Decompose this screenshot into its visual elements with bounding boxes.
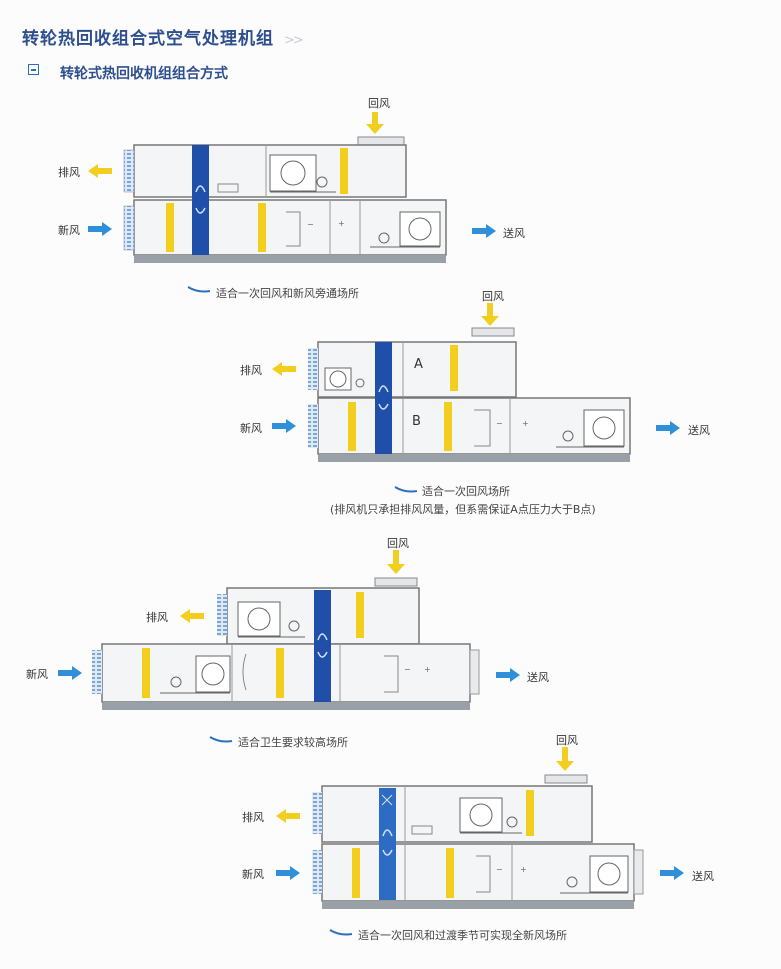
config-3-caption: 适合卫生要求较高场所 — [238, 736, 348, 749]
filter — [142, 648, 150, 698]
config-3-diagram: −+ — [92, 550, 480, 710]
supply-air-label: 送风 — [692, 870, 714, 883]
supply-fan — [556, 409, 625, 448]
config-4-caption: 适合一次回风和过渡季节可实现全新风场所 — [358, 929, 567, 942]
title-chevron: >> — [284, 33, 304, 48]
lower-casing — [101, 643, 471, 703]
fresh-air-arrow — [88, 222, 112, 236]
fresh-air-label: 新风 — [240, 422, 262, 435]
fresh-coil — [312, 850, 322, 894]
fresh-air-label: 新风 — [26, 668, 48, 681]
exhaust-air-arrow — [276, 809, 300, 823]
supply-fan — [560, 855, 629, 894]
svg-text:+: + — [522, 419, 529, 428]
rotary-wheel — [379, 788, 396, 900]
exhaust-fan — [459, 797, 522, 834]
fresh-air-label: 新风 — [242, 868, 264, 881]
exhaust-air-label: 排风 — [58, 166, 80, 179]
svg-text:+: + — [520, 865, 527, 874]
arrow-box-icon — [28, 64, 39, 75]
return-air-arrow — [481, 303, 499, 326]
base-frame — [134, 255, 446, 263]
svg-text:−: − — [496, 419, 503, 428]
filter — [258, 203, 266, 252]
filter — [356, 592, 364, 638]
filter — [276, 648, 284, 698]
svg-text:−: − — [307, 220, 314, 229]
exhaust-coil — [217, 594, 227, 636]
svg-text:−: − — [404, 665, 411, 674]
return-air-label: 回风 — [368, 97, 390, 110]
return-air-label: 回风 — [556, 734, 578, 747]
exhaust-air-label: 排风 — [240, 364, 262, 377]
supply-air-label: 送风 — [527, 671, 549, 684]
return-air-label: 回风 — [482, 290, 504, 303]
supply-air-arrow — [660, 866, 684, 880]
return-air-arrow — [366, 112, 384, 134]
fresh-coil — [123, 205, 135, 251]
supply-air-arrow — [472, 224, 496, 238]
exhaust-coil — [308, 348, 318, 390]
exhaust-fan — [269, 154, 336, 193]
upper-casing — [321, 785, 593, 843]
filter — [340, 148, 348, 194]
supply-coil — [469, 649, 480, 695]
svg-text:+: + — [338, 219, 345, 228]
config-1-caption: 适合一次回风和新风旁通场所 — [216, 287, 359, 300]
exhaust-fan — [237, 601, 305, 638]
exhaust-coil — [312, 792, 322, 834]
fresh-coil — [308, 404, 318, 448]
return-air-arrow — [556, 747, 574, 771]
fresh-air-arrow — [276, 866, 300, 880]
config-1-diagram: − + — [123, 112, 447, 263]
supply-air-arrow — [496, 668, 520, 682]
section-subtitle: 转轮式热回收机组组合方式 — [60, 66, 228, 82]
supply-air-label: 送风 — [688, 424, 710, 437]
swoosh-icon — [394, 486, 418, 493]
filter — [348, 402, 356, 451]
config-2-caption: 适合一次回风场所 — [422, 485, 510, 498]
fresh-air-arrow — [58, 666, 82, 680]
swoosh-icon — [329, 929, 353, 936]
return-air-arrow — [387, 550, 405, 574]
filter — [352, 848, 360, 898]
exhaust-air-arrow — [272, 362, 296, 376]
return-air-label: 回风 — [387, 537, 409, 550]
fresh-coil — [92, 650, 102, 694]
supply-fan — [370, 211, 441, 248]
supply-air-arrow — [656, 421, 680, 435]
rotary-wheel — [375, 342, 392, 454]
exhaust-fan — [324, 367, 365, 391]
exhaust-air-label: 排风 — [242, 811, 264, 824]
config-2-note: (排风机只承担排风风量，但系需保证A点压力大于B点) — [330, 503, 596, 516]
filter — [446, 848, 454, 898]
filter — [450, 345, 458, 391]
svg-text:−: − — [496, 865, 503, 874]
swoosh-icon — [209, 736, 233, 743]
rotary-wheel — [314, 590, 331, 702]
supply-air-label: 送风 — [503, 227, 525, 240]
svg-text:+: + — [424, 665, 431, 674]
exhaust-air-arrow — [88, 164, 112, 178]
page-title: 转轮热回收组合式空气处理机组>> — [22, 29, 304, 49]
fresh-air-arrow — [272, 419, 296, 433]
point-b-label: B — [412, 414, 421, 429]
filter — [526, 790, 534, 836]
swoosh-icon — [187, 286, 211, 293]
fresh-air-label: 新风 — [58, 224, 80, 237]
exhaust-air-arrow — [180, 609, 204, 623]
filter — [166, 203, 174, 252]
supply-fan — [160, 655, 231, 694]
coil-section: − + — [217, 183, 345, 247]
config-2-diagram: −+ — [308, 303, 631, 462]
filter — [444, 402, 452, 451]
rotary-wheel — [192, 145, 209, 255]
exhaust-air-label: 排风 — [146, 611, 168, 624]
config-4-diagram: −+ — [312, 747, 644, 909]
exhaust-coil — [123, 149, 135, 193]
point-a-label: A — [414, 357, 423, 372]
